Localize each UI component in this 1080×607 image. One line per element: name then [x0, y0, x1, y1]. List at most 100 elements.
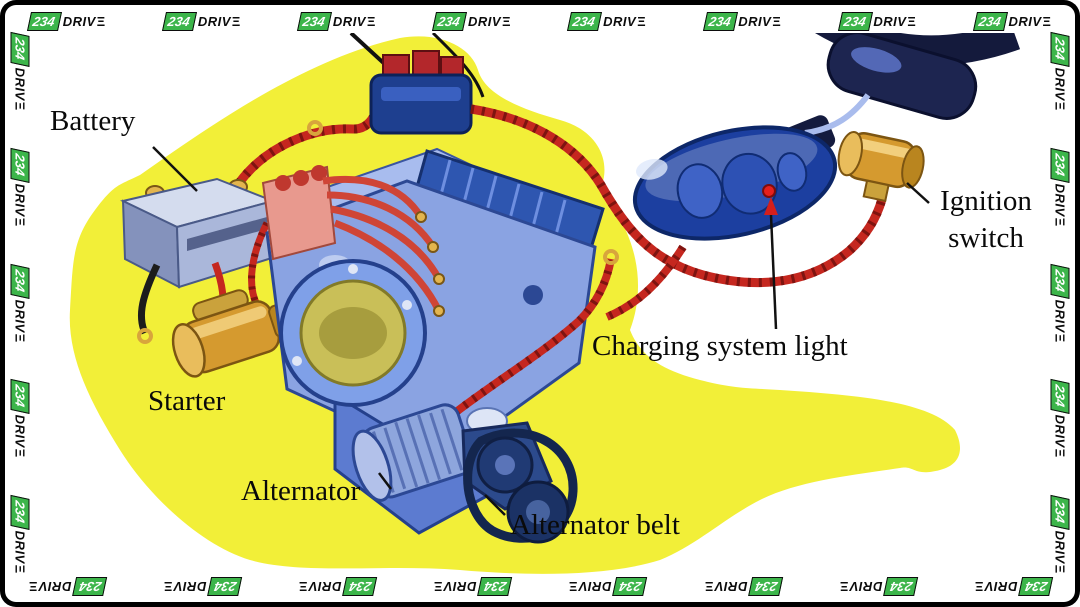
wire-fusebox-ignition	[470, 104, 887, 288]
logo-word: DRIV	[173, 578, 207, 594]
logo-e-glyph: Ξ	[704, 578, 713, 594]
logo-e-glyph: Ξ	[12, 333, 28, 342]
logo-word: DRIV	[1052, 183, 1068, 217]
wire-cluster-engine	[605, 244, 687, 321]
logo-e-glyph: Ξ	[839, 578, 849, 594]
logo-number: 234	[162, 11, 197, 31]
starter-label: Starter	[148, 385, 226, 417]
battery-label: Battery	[50, 105, 136, 137]
logo-e-glyph: Ξ	[12, 217, 28, 226]
logo-e-glyph: Ξ	[164, 578, 173, 594]
logo-word: DRIV	[1052, 414, 1068, 448]
logo-word: DRIV	[12, 299, 28, 333]
diagram-illustration	[69, 33, 1021, 574]
logo-number: 234	[837, 11, 873, 31]
ignition-switch-label: Ignition switch	[928, 183, 1044, 257]
logo-e-glyph: Ξ	[12, 564, 28, 574]
logo-word: DRIV	[713, 578, 747, 594]
fuse-box	[369, 50, 473, 135]
logo-word: DRIV	[197, 13, 231, 29]
logo-e-glyph: Ξ	[96, 13, 106, 29]
logo-e-glyph: Ξ	[1052, 217, 1068, 226]
spark-plug-wires	[322, 175, 443, 313]
logo-number: 234	[1050, 494, 1070, 530]
logo-number: 234	[702, 11, 738, 31]
charging-light-arrow	[764, 197, 778, 215]
wire-alternator-up	[444, 249, 619, 423]
logo-word: DRIV	[1008, 13, 1042, 29]
logo-number: 234	[567, 11, 603, 31]
alternator-belt-assembly	[461, 421, 578, 544]
spark-wire-connectors	[415, 211, 445, 317]
ignition-switch-label-line2: switch	[948, 222, 1024, 254]
logo-number: 234	[1050, 31, 1070, 67]
logo-number: 234	[26, 11, 62, 31]
logo-word: DRIV	[1052, 299, 1068, 333]
logo-word: DRIV	[62, 13, 96, 29]
logo-number: 234	[477, 576, 513, 596]
logo-e-glyph: Ξ	[1052, 101, 1068, 111]
logo-number: 234	[1050, 147, 1070, 183]
logo-number: 234	[342, 576, 378, 596]
logo-word: DRIV	[443, 578, 477, 594]
logo-word: DRIV	[873, 13, 907, 29]
logo-word: DRIV	[38, 578, 72, 594]
logo-number: 234	[432, 11, 468, 31]
starter-motor	[171, 289, 302, 378]
logo-number: 234	[1050, 263, 1070, 299]
logo-word: DRIV	[738, 13, 772, 29]
logo-number: 234	[207, 576, 243, 596]
logo-number: 234	[297, 11, 332, 31]
pointer-lines	[152, 146, 930, 516]
logo-e-glyph: Ξ	[974, 578, 984, 594]
logo-e-glyph: Ξ	[1052, 333, 1068, 342]
logo-word: DRIV	[12, 530, 28, 564]
logo-word: DRIV	[1052, 530, 1068, 564]
logo-word: DRIV	[578, 578, 612, 594]
logo-number: 234	[10, 494, 30, 530]
charging-system-light-indicator	[762, 184, 776, 198]
logo-e-glyph: Ξ	[637, 13, 646, 29]
wire-engine-left-loop	[248, 221, 271, 307]
logo-e-glyph: Ξ	[231, 13, 241, 29]
logo-e-glyph: Ξ	[12, 101, 28, 111]
logo-word: DRIV	[603, 13, 637, 29]
wire-battery-negative	[137, 263, 161, 344]
logo-number: 234	[747, 576, 783, 596]
logo-e-glyph: Ξ	[299, 578, 308, 594]
logo-number: 234	[10, 31, 30, 67]
logo-number: 234	[612, 576, 648, 596]
